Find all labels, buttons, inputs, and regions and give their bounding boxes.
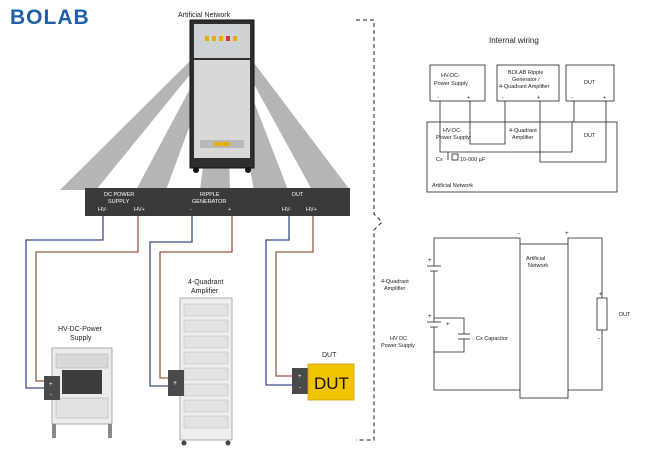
sch-sign-cap-plus: +	[446, 321, 450, 328]
iw-box-ripple	[496, 64, 560, 102]
iw-box-hv-dc	[429, 64, 486, 102]
iw-ripple-2: Generator /	[512, 77, 540, 83]
dut-box-text: DUT	[314, 374, 349, 393]
wire-amp-blue	[149, 216, 193, 387]
psu-plus-sign: +	[49, 381, 53, 388]
amp-label-1: 4-Quadrant	[188, 279, 223, 286]
iw-box-dut	[565, 64, 615, 102]
iw-cx-value: 10-000 µF	[460, 157, 486, 163]
terminal-minus: -	[190, 207, 192, 213]
bolab-logo: BOLAB	[10, 6, 90, 29]
sch-sign-bottom-minus: -	[566, 395, 568, 402]
sch-psu-2: Power Supply	[381, 343, 415, 349]
internal-wiring-diagram	[426, 64, 618, 193]
psu-minus-sign: -	[50, 391, 52, 398]
iw-net-hv-1: HV-DC-	[443, 128, 462, 134]
sch-sign-dut-plus: +	[599, 291, 603, 298]
sch-sign-psu-plus: +	[428, 313, 432, 320]
wire-psu-blue	[25, 216, 104, 389]
bar-label-ripple-1: RIPPLE	[200, 192, 220, 198]
iw-sign-5: -	[571, 95, 573, 101]
iw-net-dut: DUT	[584, 133, 596, 139]
sch-dut: DUT	[619, 312, 631, 318]
beam-1	[60, 55, 206, 190]
schematic-diagram	[427, 237, 608, 399]
hv-dc-label-2: Supply	[70, 335, 92, 342]
sch-sign-dut-minus: -	[598, 335, 600, 342]
terminal-hv-minus-1: HV-	[98, 207, 107, 213]
four-quadrant-amplifier-rack: +	[168, 297, 233, 446]
sch-amp-1: 4-Quadrant	[381, 279, 409, 285]
iw-net-amp-1: 4-Quadrant	[509, 128, 537, 134]
iw-sign-4: +	[537, 95, 540, 101]
sch-psu-1: HV DC	[390, 336, 407, 342]
iw-sign-2: +	[467, 95, 470, 101]
bar-label-dut: DUT	[292, 192, 304, 198]
sch-capacitor: Cx Capacitor	[476, 336, 508, 342]
iw-ripple-3: 4-Quadrant Amplifier	[499, 84, 550, 90]
terminal-plus: +	[228, 207, 231, 213]
hv-dc-power-supply-unit: + -	[44, 347, 113, 438]
bar-label-dc-2: SUPPLY	[108, 199, 130, 205]
iw-dut: DUT	[584, 80, 596, 86]
bar-label-dc-1: DC POWER	[104, 192, 134, 198]
connector-bar: DC POWER SUPPLY RIPPLE GENERATOR DUT HV-…	[85, 188, 350, 216]
iw-network-box	[426, 121, 618, 193]
iw-hv-dc-1: HV-DC-	[441, 73, 460, 79]
internal-wiring-title: Internal wiring	[489, 36, 539, 45]
sch-sign-amp-plus: +	[428, 257, 432, 264]
logo-text: BOLAB	[10, 6, 90, 29]
wire-dut-red	[275, 216, 314, 377]
sch-network-1: Artificial	[526, 256, 545, 262]
iw-ripple-1: BOLAB Ripple	[508, 70, 543, 76]
iw-sign-3: -	[502, 95, 504, 101]
amp-plus-sign: +	[173, 380, 177, 387]
iw-network-caption: Artificial Network	[432, 183, 473, 189]
iw-sign-6: +	[603, 95, 606, 101]
wire-dut-blue	[265, 216, 296, 386]
bar-label-ripple-2: GENERATOR	[192, 199, 226, 205]
dut-minus-sign: -	[299, 384, 301, 391]
iw-sign-1: -	[437, 95, 439, 101]
amp-label-2: Amplifier	[191, 288, 219, 295]
iw-net-amp-2: Amplifier	[512, 135, 534, 141]
dut-label: DUT	[322, 352, 337, 359]
sch-amp-2: Amplifier	[384, 286, 406, 292]
terminal-hv-minus-2: HV-	[282, 207, 291, 213]
artificial-network-title: Artificial Network	[178, 12, 231, 19]
section-divider	[356, 19, 383, 441]
iw-cx-label: Cx	[436, 157, 443, 163]
dut-unit: + - DUT	[292, 363, 355, 401]
beam-5	[238, 55, 350, 190]
hv-dc-label-1: HV-DC-Power	[58, 326, 103, 333]
sch-dut-resistor	[596, 297, 608, 331]
sch-sign-top-plus: +	[565, 230, 569, 237]
terminal-hv-plus-2: HV+	[306, 207, 317, 213]
sch-network-2: Network	[528, 263, 548, 269]
wire-amp-red	[159, 216, 233, 379]
sch-network-block	[519, 243, 569, 399]
wires	[25, 216, 314, 389]
wire-psu-red	[35, 216, 139, 382]
terminal-hv-plus-1: HV+	[134, 207, 145, 213]
dut-plus-sign: +	[298, 373, 302, 380]
iw-net-hv-2: Power Supply	[436, 135, 470, 141]
artificial-network-cabinet	[189, 19, 255, 173]
iw-hv-dc-2: Power Supply	[434, 81, 468, 87]
sch-sign-top-minus: -	[518, 230, 520, 237]
